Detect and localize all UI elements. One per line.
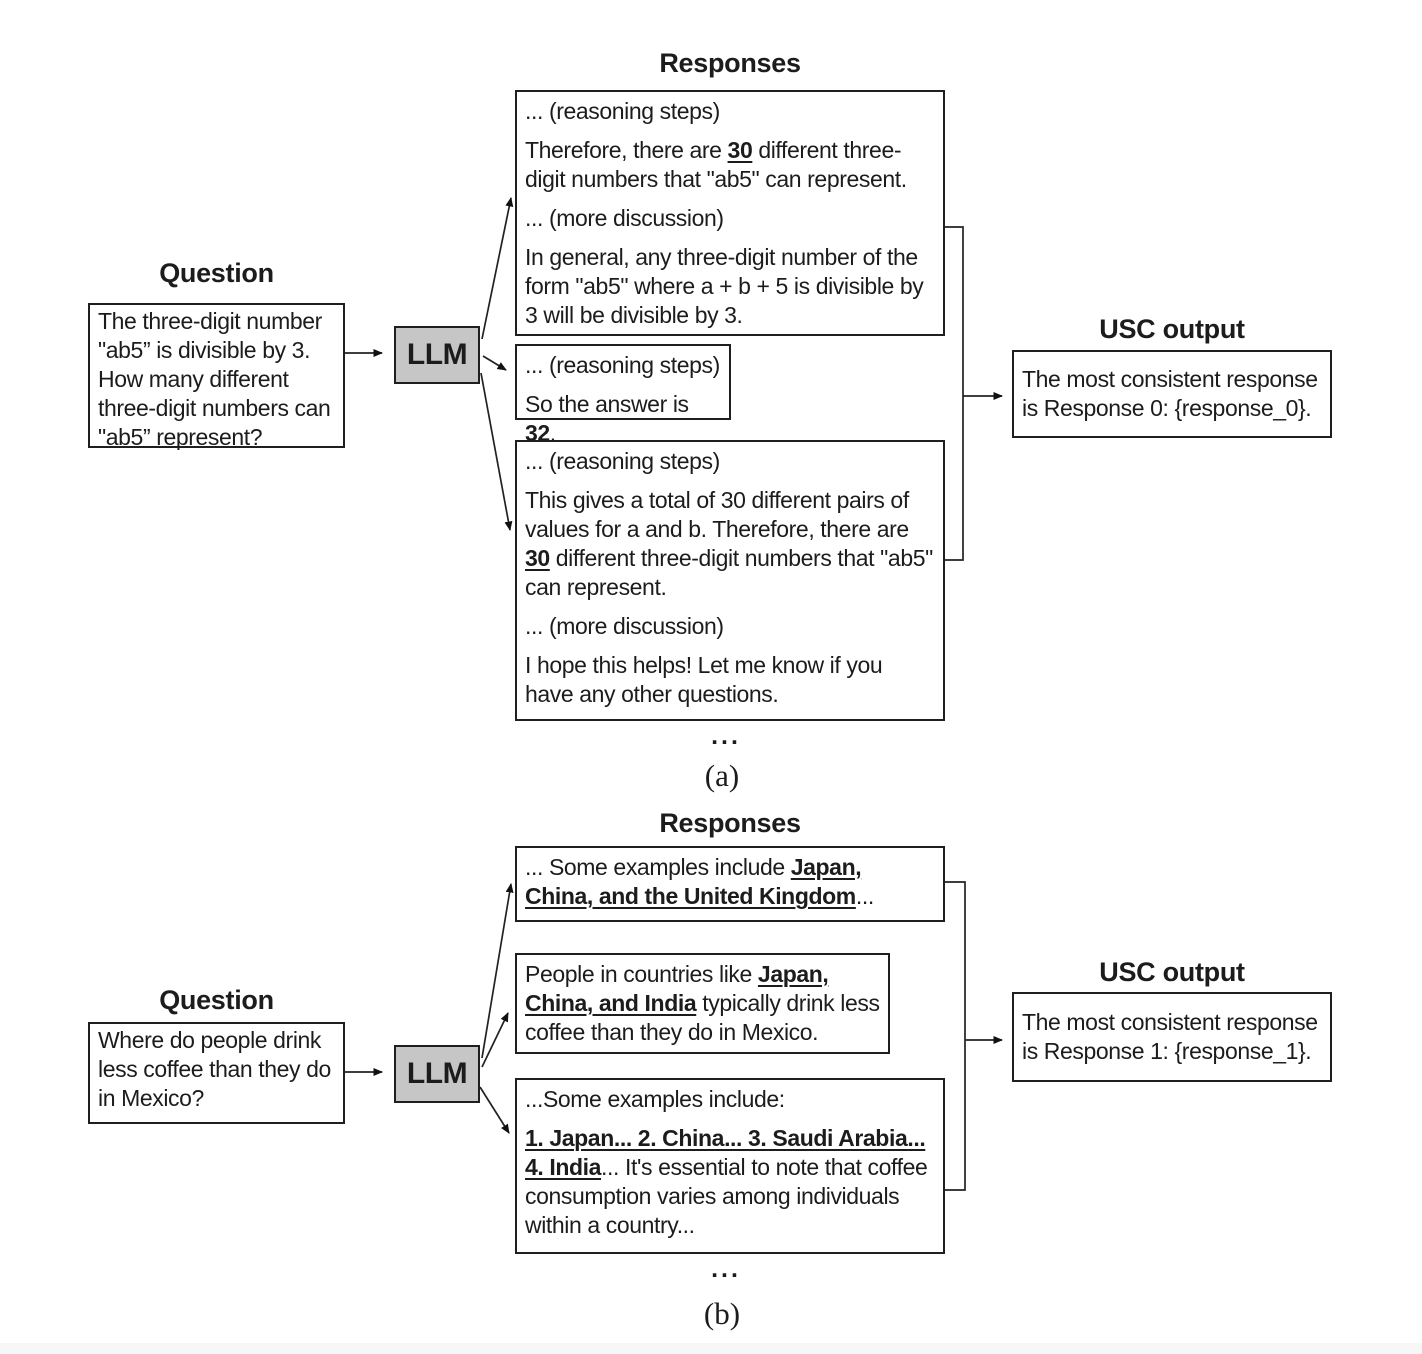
usc-output-box-b: The most consistent response is Response… [1012,992,1332,1082]
response-text: ... [855,883,874,909]
subfigure-caption-b: (b) [703,1296,741,1331]
response-text: ... (reasoning steps) [525,98,720,124]
answer-highlight: 1. Japan... 2. China... 3. Saudi Arabia.… [525,1125,926,1180]
response-box-a1: ... (reasoning steps) Therefore, there ar… [515,90,945,336]
responses-title-b: Responses [659,808,801,838]
answer-highlight: Japan, China, and India [525,961,829,1016]
answer-highlight: 30 [525,545,550,571]
response-box-b2: People in countries like Japan, China, a… [515,953,890,1054]
arrow-llm-to-response3-a [480,372,513,531]
more-responses-ellipsis-a: ... [711,722,741,750]
response-text: So the answer is [525,391,689,417]
response-box-b1: ... Some examples include Japan, China, … [515,846,945,922]
arrow-llm-to-response1-b [481,883,514,1059]
response-text: ...Some examples include: [525,1086,785,1112]
arrow-llm-to-response1-a [481,197,514,340]
question-title-b: Question [159,985,274,1015]
response-box-a3: ... (reasoning steps) This gives a total … [515,440,945,721]
response-box-b3: ...Some examples include: 1. Japan... 2. … [515,1078,945,1254]
response-text: ... (reasoning steps) [525,352,720,378]
arrow-llm-to-response3-b [479,1086,510,1134]
question-box-a: The three-digit number "ab5” is divisibl… [88,303,345,450]
usc-output-box-a: The most consistent response is Response… [1012,350,1332,438]
response-text: People in countries like [525,961,758,987]
response-text: I hope this helps! Let me know if you ha… [525,652,883,707]
more-responses-ellipsis-b: ... [711,1255,741,1283]
response-text: This gives a total of 30 different pairs… [525,487,909,542]
responses-title-a: Responses [659,48,801,78]
bracket-responses-b [945,881,966,1191]
subfigure-caption-a: (a) [704,758,740,793]
answer-highlight: 30 [727,137,753,163]
llm-box-b: LLM [394,1045,480,1103]
response-text: . [549,420,556,446]
question-title-a: Question [159,258,274,288]
response-text: typically drink less coffee than they do… [525,990,880,1045]
response-text: Therefore, there are [525,137,728,163]
usc-title-a: USC output [1099,314,1245,344]
arrow-llm-to-response2-b [481,1012,509,1068]
llm-box-a: LLM [394,326,480,384]
response-box-a2: ... (reasoning steps)So the answer is 32… [515,344,731,446]
response-text: In general, any three-digit number of th… [525,244,924,328]
bracket-responses-a [945,226,964,561]
response-text: ... It's essential to note that coffee c… [525,1154,928,1238]
response-text: different three-digit numbers that "ab5"… [525,545,933,600]
response-text: ... (more discussion) [525,205,724,231]
response-text: different three-digit numbers that "ab5"… [525,137,907,192]
question-box-b: Where do people drink less coffee than t… [88,1022,345,1124]
answer-highlight: Japan, China, and the United Kingdom [525,854,862,909]
response-text: ... Some examples include [525,854,791,880]
page-edge-strip [0,1343,1422,1354]
response-text: ... (reasoning steps) [525,448,720,474]
arrow-llm-to-response2-a [482,355,507,371]
response-text: ... (more discussion) [525,613,724,639]
usc-title-b: USC output [1099,957,1245,987]
